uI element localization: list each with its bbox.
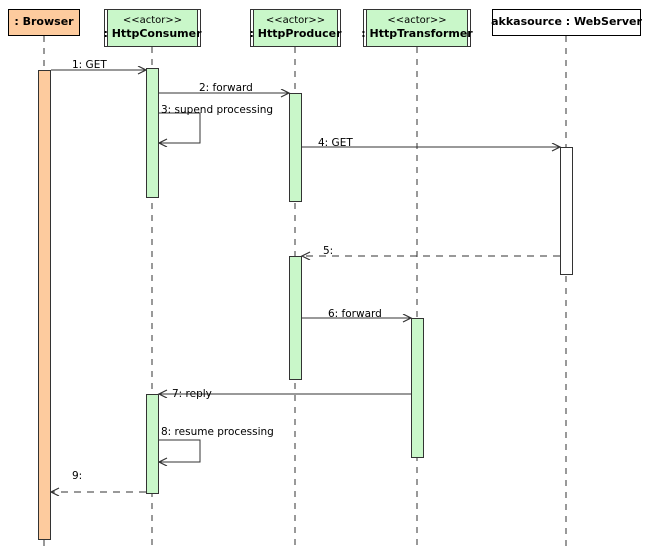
message-label-6: 6: forward (328, 308, 382, 320)
participant-stereotype: <<actor>> (122, 15, 183, 27)
activation-bar-httpproducer[interactable] (289, 256, 302, 380)
participant-browser[interactable]: : Browser (8, 9, 80, 36)
activation-bar-webserver[interactable] (560, 147, 573, 275)
message-label-9: 9: (72, 470, 83, 482)
activation-bar-browser[interactable] (38, 70, 51, 540)
participant-name: akkasource : WebServer (491, 15, 642, 29)
message-label-1: 1: GET (72, 59, 107, 71)
participant-name: : HttpConsumer (103, 26, 202, 40)
message-label-3: 3: supend processing (161, 104, 274, 116)
participant-stereotype: <<actor>> (387, 15, 447, 27)
message-label-8: 8: resume processing (161, 426, 274, 438)
message-label-2: 2: forward (199, 82, 253, 94)
message-label-5: 5: (323, 245, 334, 257)
participant-stereotype: <<actor>> (265, 15, 326, 27)
participant-name: : HttpTransformer (361, 26, 473, 40)
messages-group (51, 70, 560, 492)
activation-bar-httpconsumer[interactable] (146, 394, 159, 494)
message-label-7: 7: reply (172, 388, 212, 400)
activation-bar-httpproducer[interactable] (289, 93, 302, 202)
participant-httpproducer[interactable]: <<actor>>: HttpProducer (249, 9, 342, 47)
message-arrow-8[interactable] (159, 439, 201, 462)
message-label-4: 4: GET (318, 137, 353, 149)
participant-name: : HttpProducer (249, 26, 342, 40)
participant-httptransformer[interactable]: <<actor>>: HttpTransformer (361, 9, 473, 47)
participant-name: : Browser (14, 15, 74, 29)
lifelines-group (43, 36, 567, 550)
activation-bar-httpconsumer[interactable] (146, 68, 159, 198)
message-arrow-3[interactable] (159, 112, 201, 143)
participant-httpconsumer[interactable]: <<actor>>: HttpConsumer (103, 9, 202, 47)
activation-bar-httptransformer[interactable] (411, 318, 424, 458)
participant-webserver[interactable]: akkasource : WebServer (491, 9, 642, 36)
